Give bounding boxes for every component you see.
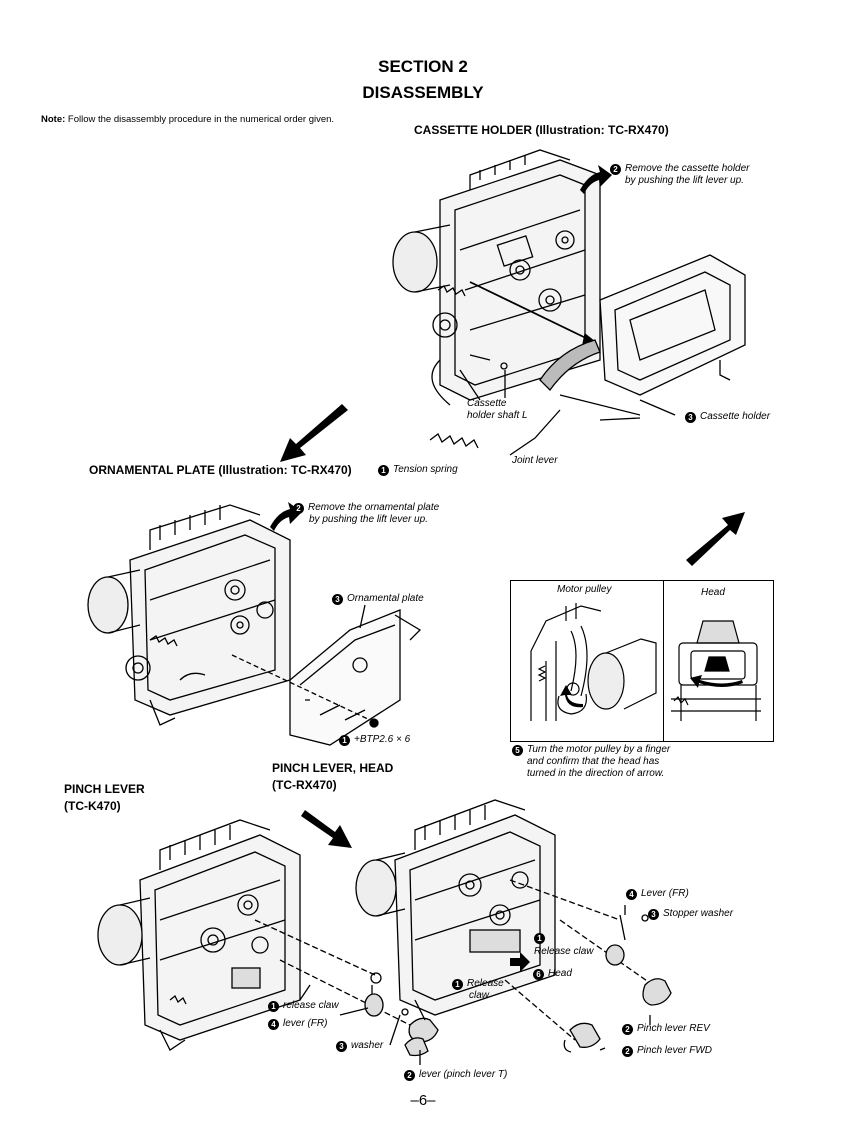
op-step1-number: 1	[378, 465, 389, 476]
k470-washer: 3 washer	[336, 1040, 383, 1052]
note-text: Follow the disassembly procedure in the …	[65, 114, 335, 125]
k470-washer-text: washer	[351, 1040, 384, 1051]
k470-pinch-t: 2 lever (pinch lever T)	[404, 1069, 507, 1081]
note-label: Note:	[41, 114, 66, 125]
inset-head-label: Head	[701, 587, 725, 598]
k470-release-claw-text: release claw	[283, 1000, 339, 1011]
rx470-pinch-rev: 2 Pinch lever REV	[622, 1023, 710, 1035]
pinch-lever-k470-heading1: PINCH LEVER	[64, 782, 145, 796]
op-step2-number: 2	[293, 503, 304, 514]
op-step3-number: 3	[332, 594, 343, 605]
k470-washer-number: 3	[336, 1041, 347, 1052]
k470-release-claw-number: 1	[268, 1001, 279, 1012]
k470-pinch-t-text: lever (pinch lever T)	[419, 1069, 508, 1080]
ch-step3: 3 Cassette holder	[685, 411, 770, 423]
inset-illustration	[530, 603, 761, 721]
rx470-pinch-rev-text: Pinch lever REV	[637, 1023, 710, 1034]
cassette-holder-heading: CASSETTE HOLDER (Illustration: TC-RX470)	[414, 123, 669, 137]
ch-step2-text1: Remove the cassette holder	[625, 163, 750, 174]
rx470-release1-number: 1	[534, 933, 545, 944]
op-step2-line2: by pushing the lift lever up.	[309, 514, 428, 525]
rx470-lever-fr: 4 Lever (FR)	[626, 888, 689, 900]
page-number: –6–	[410, 1092, 436, 1109]
rx470-lever-fr-number: 4	[626, 889, 637, 900]
inset-step5-number: 5	[512, 745, 523, 756]
rx470-pinch-fwd: 2 Pinch lever FWD	[622, 1045, 712, 1057]
rx470-stopper-number: 3	[648, 909, 659, 920]
rx470-pinch-rev-number: 2	[622, 1024, 633, 1035]
pinch-lever-head-heading1: PINCH LEVER, HEAD	[272, 761, 394, 775]
k470-release-claw: 1 release claw	[268, 1000, 339, 1012]
rx470-lever-fr-text: Lever (FR)	[641, 888, 689, 899]
op-screw-number: 1	[339, 735, 350, 746]
rx470-release2-line2: claw	[469, 990, 490, 1001]
inset-step5-line3: turned in the direction of arrow.	[527, 768, 665, 779]
ch-step2-line1: 2 Remove the cassette holder	[610, 163, 750, 175]
rx470-head-text: Head	[548, 968, 572, 979]
k470-lever-fr-number: 4	[268, 1019, 279, 1030]
rx470-release1: Release claw	[534, 946, 594, 957]
ch-joint-lever: Joint lever	[512, 455, 558, 466]
pinch-lever-head-heading2: (TC-RX470)	[272, 778, 337, 792]
inset-step5-text1: Turn the motor pulley by a finger	[527, 744, 671, 755]
rx470-pinch-fwd-text: Pinch lever FWD	[637, 1045, 713, 1056]
inset-divider	[663, 581, 664, 741]
rx470-release2-text1: Release	[467, 978, 504, 989]
rx470-stopper-text: Stopper washer	[663, 908, 734, 919]
rx470-pinch-fwd-number: 2	[622, 1046, 633, 1057]
k470-lever-fr-text: lever (FR)	[283, 1018, 328, 1029]
rx470-stopper-washer: 3 Stopper washer	[648, 908, 733, 920]
op-step2-text1: Remove the ornamental plate	[308, 502, 440, 513]
inset-step5-line2: and confirm that the head has	[527, 756, 660, 767]
ch-step2-number: 2	[610, 164, 621, 175]
op-screw-text: +BTP2.6 × 6	[354, 734, 411, 745]
page-title: DISASSEMBLY	[362, 83, 484, 102]
k470-pinch-t-number: 2	[404, 1070, 415, 1081]
ch-shaft-line2: holder shaft L	[467, 410, 528, 421]
ch-step2-line2: by pushing the lift lever up.	[625, 175, 744, 186]
inset-step5-line1: 5 Turn the motor pulley by a finger	[512, 744, 670, 756]
rx470-release1-number-wrap: 1	[534, 932, 549, 944]
inset-motor-pulley-label: Motor pulley	[557, 584, 612, 595]
op-step3: 3 Ornamental plate	[332, 593, 424, 605]
rx470-release2-line1: 1 Release	[452, 978, 504, 990]
ch-step3-text: Cassette holder	[700, 411, 771, 422]
ornamental-plate-heading: ORNAMENTAL PLATE (Illustration: TC-RX470…	[89, 463, 352, 477]
rx470-head-number: 6	[533, 969, 544, 980]
op-screw: 1 +BTP2.6 × 6	[339, 734, 410, 746]
pinch-lever-k470-heading2: (TC-K470)	[64, 799, 121, 813]
rx470-release2-number: 1	[452, 979, 463, 990]
op-step1-text: Tension spring	[393, 464, 458, 475]
op-step2-line1: 2 Remove the ornamental plate	[293, 502, 439, 514]
rx470-head: 6 Head	[533, 968, 572, 980]
op-step3-text: Ornamental plate	[347, 593, 424, 604]
k470-lever-fr: 4 lever (FR)	[268, 1018, 327, 1030]
section-number: SECTION 2	[378, 57, 468, 76]
inset-box: Motor pulley Head	[510, 580, 774, 742]
ch-shaft-line1: Cassette	[467, 398, 507, 409]
note: Note: Follow the disassembly procedure i…	[41, 114, 334, 125]
ch-step3-number: 3	[685, 412, 696, 423]
op-step1: 1 Tension spring	[378, 464, 458, 476]
